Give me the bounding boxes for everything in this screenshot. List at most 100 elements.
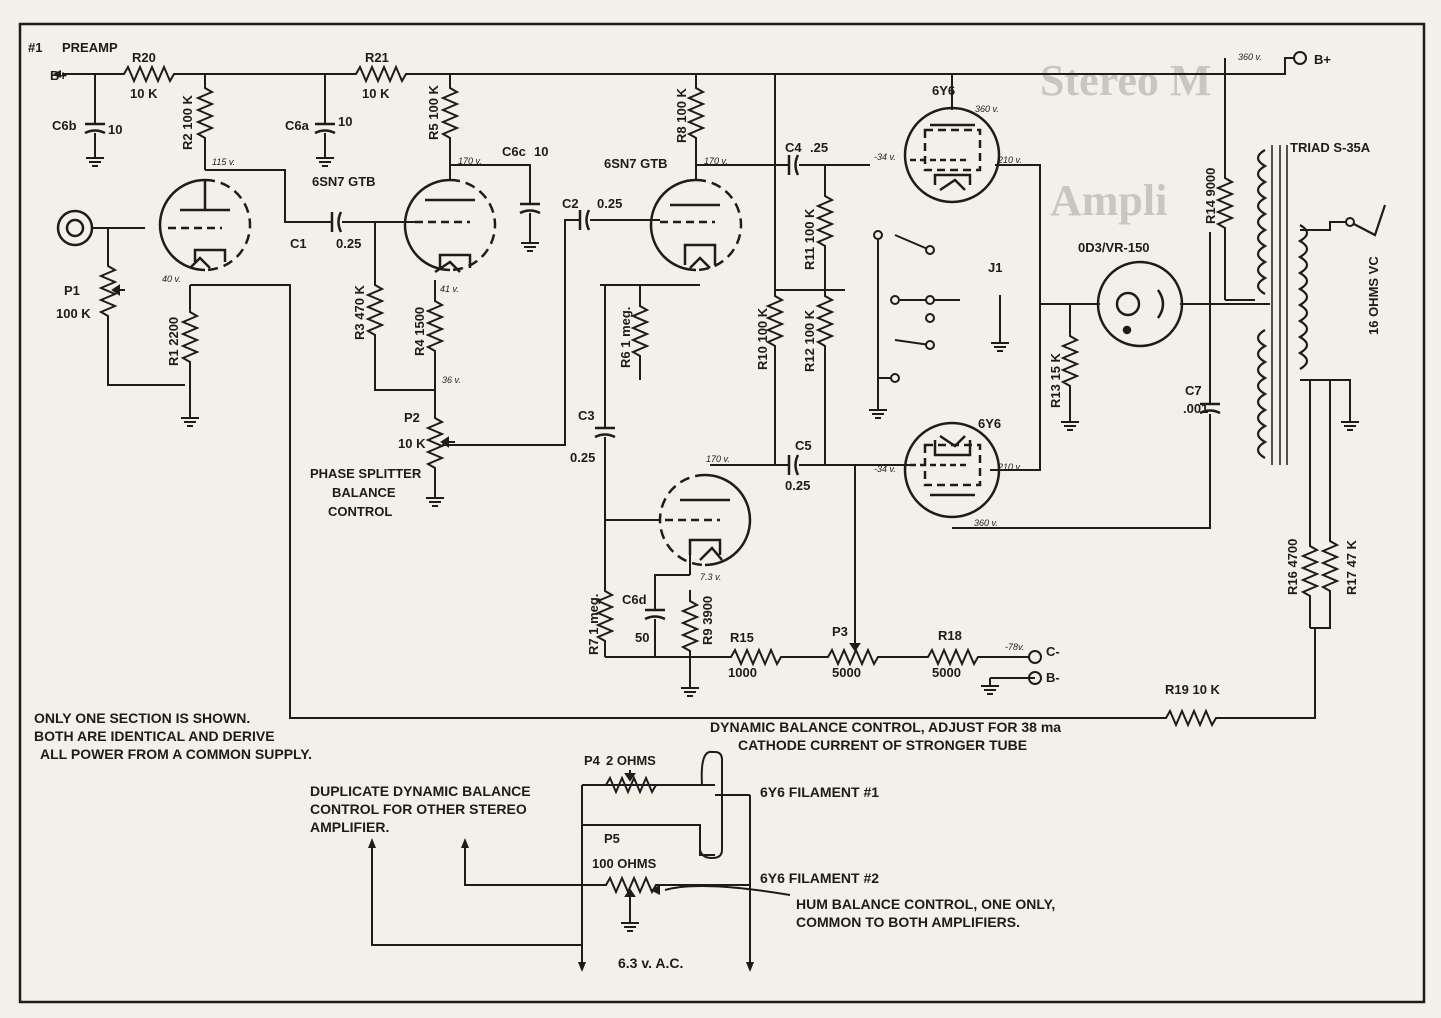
r7-label: R7 1 meg. [586, 594, 601, 655]
tube-v2-upper [403, 178, 497, 274]
preamp-title: PREAMP [62, 40, 118, 55]
p3-value: 5000 [832, 665, 861, 680]
terminal-c-minus [1028, 650, 1042, 664]
tube-0d3-regulator [1096, 260, 1184, 348]
note-one-section-line3: ALL POWER FROM A COMMON SUPPLY. [40, 746, 312, 762]
arrow-left-icon [53, 70, 61, 78]
r18-ref: R18 [938, 628, 962, 643]
vacuum-tubes [158, 106, 1184, 567]
section-number: #1 [28, 40, 42, 55]
note-hum-line2: COMMON TO BOTH AMPLIFIERS. [796, 914, 1020, 930]
6y6-top-plate-voltage: 360 v. [975, 104, 999, 114]
pot-wipers [111, 284, 861, 897]
6y6-bottom-name: 6Y6 [978, 416, 1001, 431]
c6c-ref: C6c [502, 144, 526, 159]
r21-ref: R21 [365, 50, 389, 65]
arrow-left-icon [650, 885, 660, 895]
c6b-value: 10 [108, 122, 122, 137]
p3-ref: P3 [832, 624, 848, 639]
ac-supply-label: 6.3 v. A.C. [618, 955, 683, 971]
c2-value: 0.25 [597, 196, 622, 211]
r4-label: R4 1500 [412, 307, 427, 356]
c6a-ref: C6a [285, 118, 310, 133]
svg-text:Stereo M: Stereo M [1040, 56, 1211, 105]
b-plus-right-label: B+ [1314, 52, 1331, 67]
0d3-name: 0D3/VR-150 [1078, 240, 1150, 255]
tail-voltage: 36 v. [442, 375, 461, 385]
v1-cathode-voltage: 40 v. [162, 274, 181, 284]
6y6-bottom-screen-voltage: 210 v. [997, 462, 1022, 472]
input-jack [56, 209, 94, 247]
c-minus-label: C- [1046, 644, 1060, 659]
c5-ref: C5 [795, 438, 812, 453]
output-transformer [1256, 145, 1387, 465]
p4-value: 2 OHMS [606, 753, 656, 768]
p1-ref: P1 [64, 283, 80, 298]
6y6-top-screen-voltage: 210 v. [997, 155, 1022, 165]
r16-label: R16 4700 [1285, 539, 1300, 595]
bias-voltage: -78v. [1005, 642, 1024, 652]
lower-cathode-voltage: 7.3 v. [700, 572, 721, 582]
tube-6y6-bottom [903, 421, 1001, 519]
p2-value: 10 K [398, 436, 426, 451]
terminal-b-plus-right [1293, 51, 1307, 65]
c1-value: 0.25 [336, 236, 361, 251]
r5-label: R5 100 K [426, 84, 441, 140]
speaker-label: 16 OHMS VC [1366, 256, 1381, 335]
terminals [873, 51, 1355, 685]
v1-plate-voltage: 115 v. [212, 157, 235, 167]
arrow-up-icon [368, 838, 376, 848]
c3-ref: C3 [578, 408, 595, 423]
lower-plate-voltage: 170 v. [706, 454, 730, 464]
r9-label: R9 3900 [700, 596, 715, 645]
6y6-bottom-plate-voltage: 360 v. [974, 518, 998, 528]
v2-plate-voltage: 170 v. [458, 156, 482, 166]
filament-2-label: 6Y6 FILAMENT #2 [760, 870, 879, 886]
p1-value: 100 K [56, 306, 91, 321]
c7-value: .001 [1183, 401, 1208, 416]
tube-6y6-top [903, 106, 1001, 204]
tube-v1 [158, 178, 252, 272]
c6b-ref: C6b [52, 118, 77, 133]
v2-tube-name: 6SN7 GTB [312, 174, 376, 189]
svg-text:Ampli: Ampli [1050, 176, 1167, 225]
p5-ref: P5 [604, 831, 620, 846]
p5-value: 100 OHMS [592, 856, 657, 871]
6y6-top-name: 6Y6 [932, 83, 955, 98]
note-duplicate-line3: AMPLIFIER. [310, 819, 389, 835]
r10-label: R10 100 K [755, 307, 770, 370]
filament-1-label: 6Y6 FILAMENT #1 [760, 784, 879, 800]
arrow-down-icon [578, 962, 586, 972]
r14-label: R14 9000 [1203, 168, 1218, 224]
r20-value: 10 K [130, 86, 158, 101]
c6d-ref: C6d [622, 592, 647, 607]
c3-value: 0.25 [570, 450, 595, 465]
tube-v3-lower [658, 473, 752, 567]
tube-v3-upper [649, 178, 743, 272]
phase-splitter-line2: BALANCE [332, 485, 396, 500]
r11-label: R11 100 K [802, 208, 817, 270]
c4-ref: C4 [785, 140, 802, 155]
c7-ref: C7 [1185, 383, 1202, 398]
r20-ref: R20 [132, 50, 156, 65]
note-duplicate-line1: DUPLICATE DYNAMIC BALANCE [310, 783, 531, 799]
b-minus-label: B- [1046, 670, 1060, 685]
arrow-down-icon [746, 962, 754, 972]
note-dynamic-balance-line1: DYNAMIC BALANCE CONTROL, ADJUST FOR 38 m… [710, 719, 1061, 735]
c4-value: .25 [810, 140, 828, 155]
schematic-frame [18, 22, 1426, 1004]
c2-ref: C2 [562, 196, 579, 211]
6y6-bottom-grid-voltage: -34 v. [874, 464, 896, 474]
transformer-name: TRIAD S-35A [1290, 140, 1371, 155]
background-bleed-text: Stereo M Ampli [1040, 56, 1211, 225]
r17-label: R17 47 K [1344, 539, 1359, 595]
p4-ref: P4 [584, 753, 601, 768]
c6d-value: 50 [635, 630, 649, 645]
r6-label: R6 1 meg. [618, 307, 633, 368]
rail-voltage: 360 v. [1238, 52, 1262, 62]
note-one-section-line1: ONLY ONE SECTION IS SHOWN. [34, 710, 250, 726]
r19-label: R19 10 K [1165, 682, 1221, 697]
v3-tube-name: 6SN7 GTB [604, 156, 668, 171]
v2-cathode-voltage: 41 v. [440, 284, 459, 294]
